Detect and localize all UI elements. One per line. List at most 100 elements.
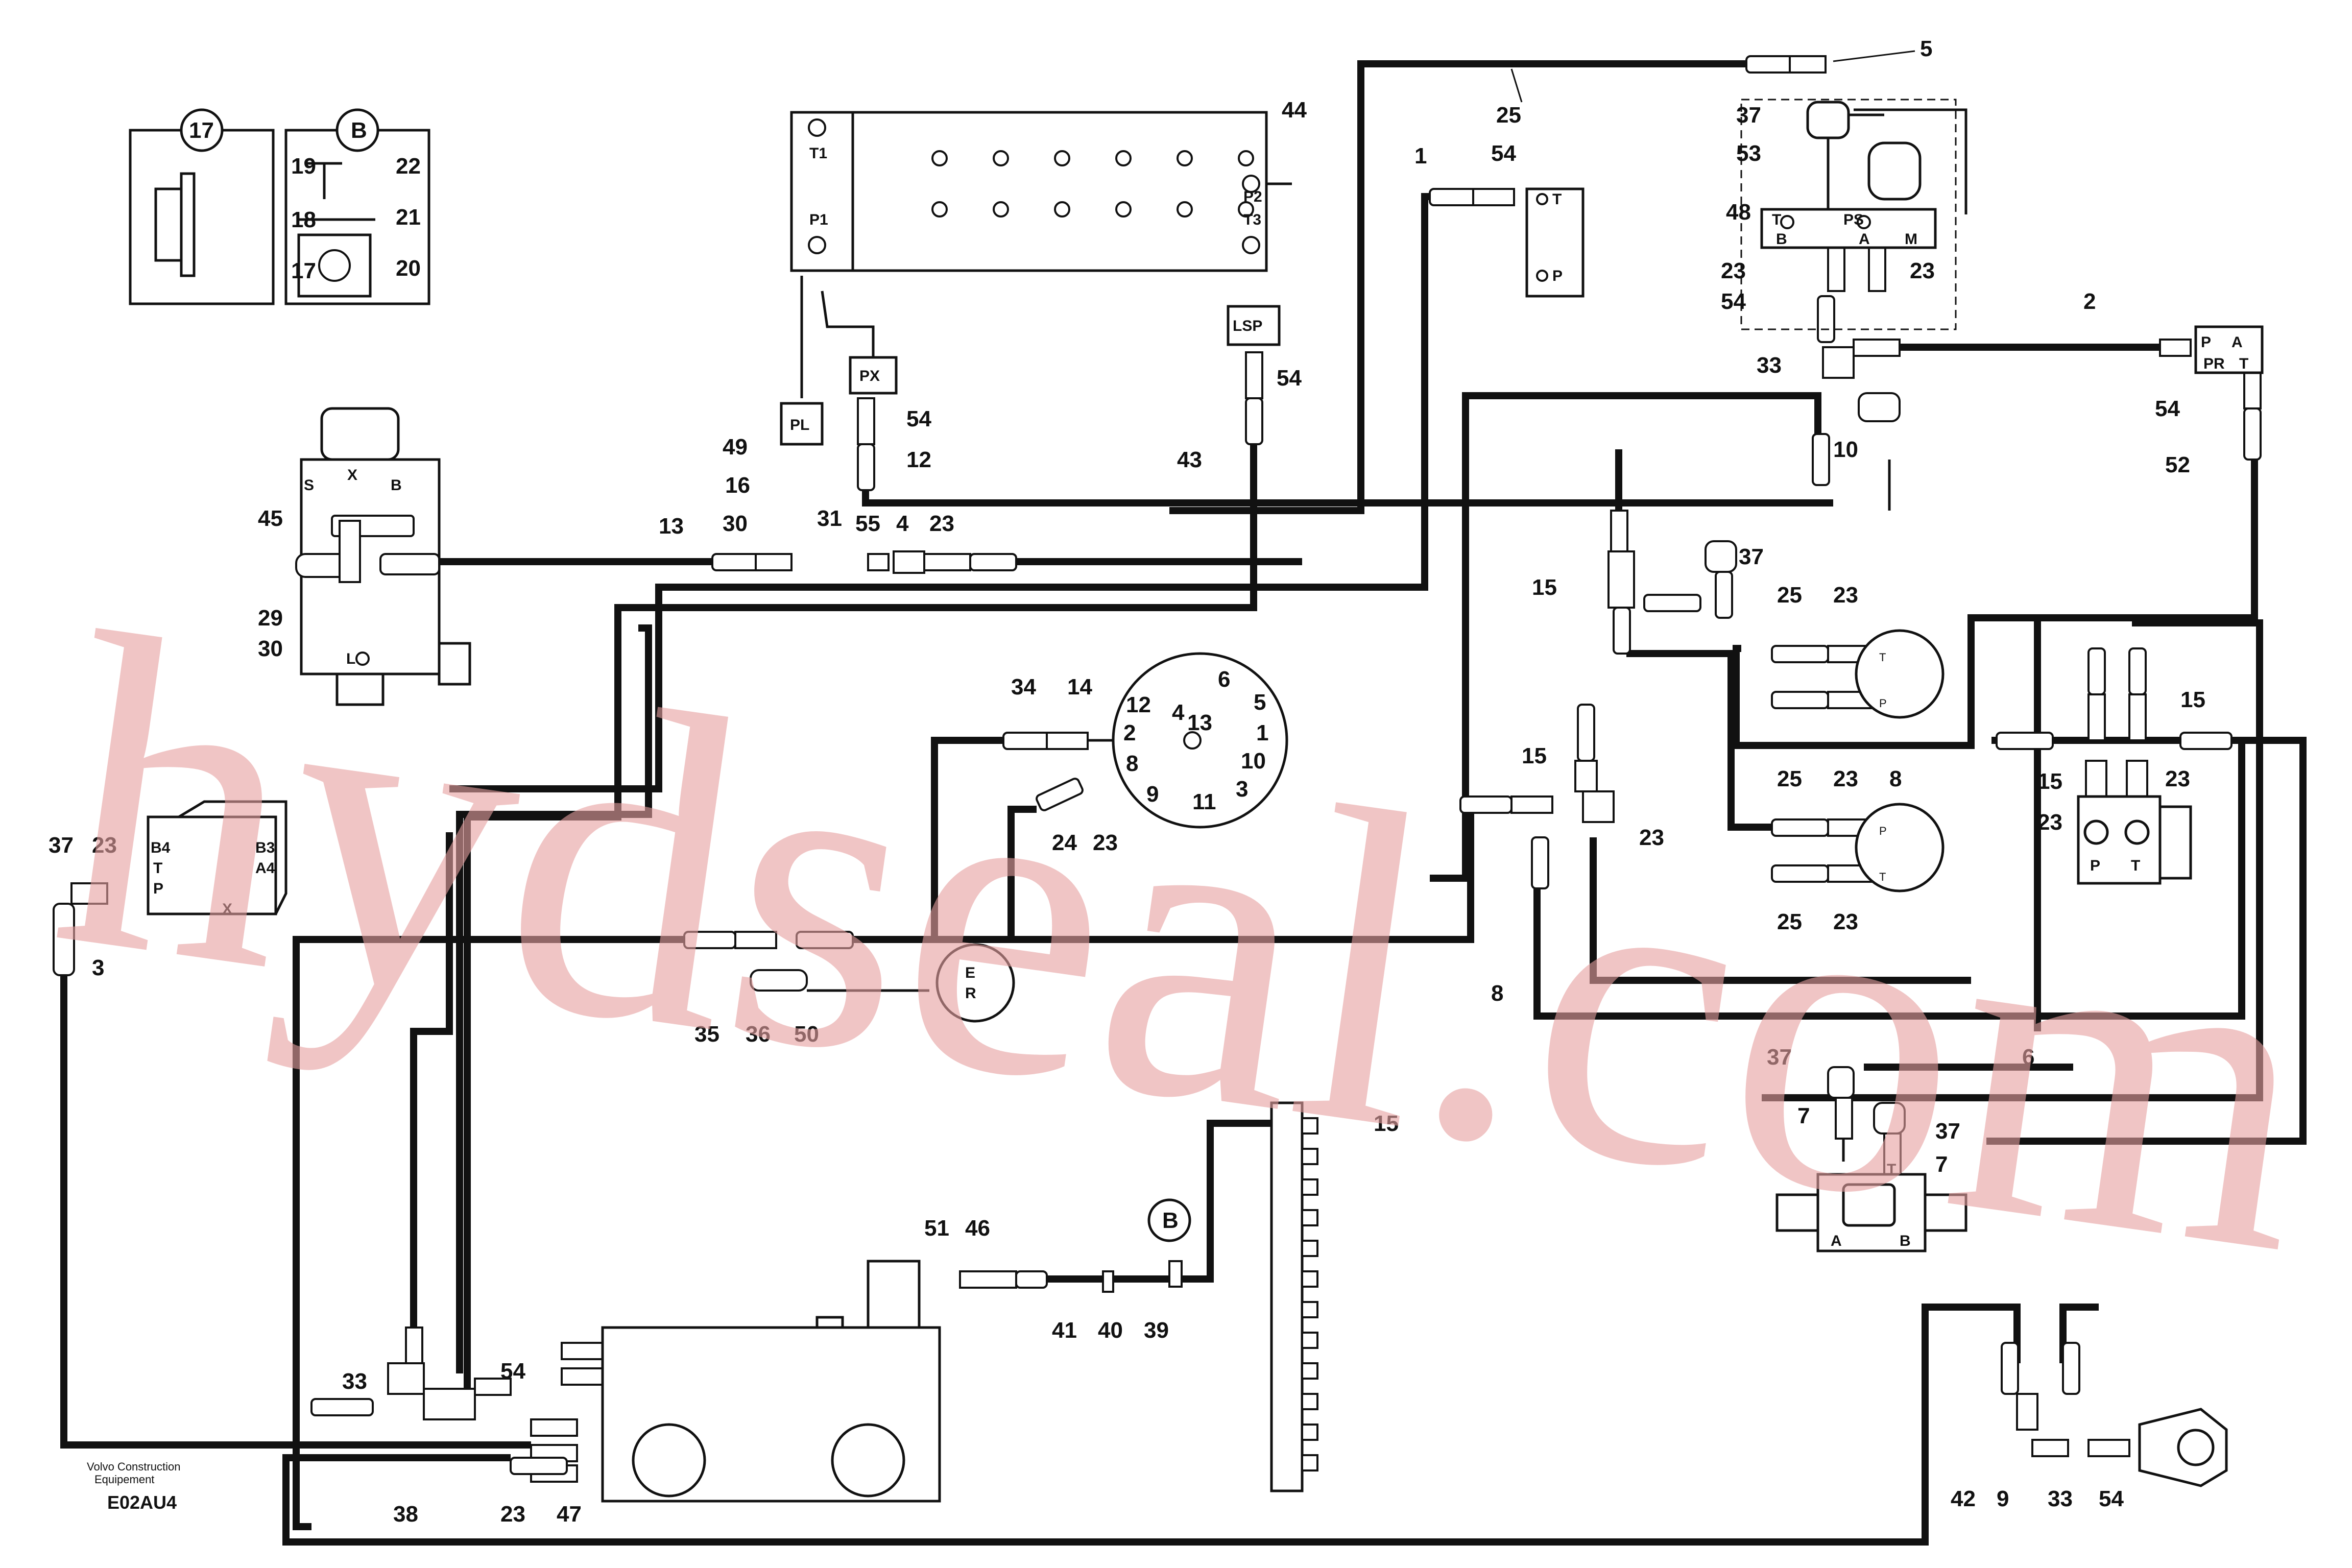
footer-code: E02AU4 xyxy=(107,1492,177,1513)
hose-51 xyxy=(1733,460,2258,749)
label-t-pr: T xyxy=(2239,355,2248,372)
label-l: L xyxy=(346,650,355,667)
callout-3: 3 xyxy=(92,955,104,980)
motor-bottom-right xyxy=(2138,1408,2228,1487)
callout-15-b: 15 xyxy=(1522,743,1547,768)
label-r: R xyxy=(965,985,976,1002)
callout-35: 35 xyxy=(694,1022,719,1047)
inset-b: B xyxy=(284,108,430,305)
label-e: E xyxy=(965,964,975,981)
label-a-48: A xyxy=(1859,231,1870,248)
label-p-pr: P xyxy=(2201,334,2211,351)
callout-24-d: 23 xyxy=(1093,830,1118,855)
callout-21: 20 xyxy=(396,256,421,281)
callout-33-c: 33 xyxy=(2048,1486,2073,1511)
callout-7-b: 7 xyxy=(1935,1152,1948,1177)
callout-48: 48 xyxy=(1726,200,1751,225)
valve-p-t-right: P T xyxy=(2077,795,2192,885)
callout-53-f: 54 xyxy=(500,1359,525,1384)
callout-8-b: 8 xyxy=(1491,981,1503,1006)
callout-36: 36 xyxy=(746,1022,771,1047)
gauge-num-9: 9 xyxy=(1146,782,1159,807)
callout-37-c: 37 xyxy=(1767,1045,1792,1070)
hose-12 xyxy=(862,490,1833,506)
gauge-num-6: 6 xyxy=(1218,667,1230,692)
gauge-num-12: 12 xyxy=(1126,692,1151,717)
valve-ports xyxy=(808,118,1260,254)
callout-17: 16 xyxy=(725,473,750,498)
callout-9: 9 xyxy=(1997,1486,2009,1511)
label-b-48: B xyxy=(1776,231,1787,248)
callout-50: 50 xyxy=(794,1022,819,1047)
gauge-num-10: 10 xyxy=(1241,749,1266,774)
callout-33-b: 33 xyxy=(342,1369,367,1394)
callout-30: 30 xyxy=(258,636,283,661)
dial2-p: P xyxy=(1879,825,1887,837)
callout-51: 52 xyxy=(2165,452,2190,477)
hose-26 xyxy=(1007,806,1037,939)
callout-27-c: 25 xyxy=(1777,909,1802,934)
label-pl: PL xyxy=(790,417,809,433)
valve-53-t-p: T P xyxy=(1525,187,1585,298)
label-t-right: T xyxy=(2131,857,2140,874)
callout-53-e: 54 xyxy=(906,406,931,431)
callout-41: 41 xyxy=(1052,1318,1077,1343)
callout-37-d: 37 xyxy=(1935,1119,1960,1144)
label-pr: PR xyxy=(2203,355,2225,372)
gauge-num-8: 8 xyxy=(1126,751,1138,776)
callout-39: 39 xyxy=(1144,1318,1169,1343)
callout-16: 15 xyxy=(1374,1111,1399,1136)
callout-54: 53 xyxy=(1736,141,1761,166)
callout-23: 22 xyxy=(396,154,421,179)
gauge-num-3: 3 xyxy=(1236,777,1248,802)
label-p-right: P xyxy=(2090,857,2100,874)
label-t-b4: T xyxy=(153,860,162,877)
label-p-53: P xyxy=(1552,268,1563,284)
gauge-num-11: 11 xyxy=(1192,789,1216,814)
callout-52: 51 xyxy=(924,1216,949,1241)
hose-3 xyxy=(60,975,531,1449)
hose-35b xyxy=(853,797,1474,943)
detail-b-text: B xyxy=(1162,1208,1179,1233)
callout-42: 43 xyxy=(1177,447,1202,472)
callout-19: 18 xyxy=(291,207,316,232)
label-x: X xyxy=(347,467,357,484)
hose-35 xyxy=(293,936,684,1530)
pilot-dials: T P P T xyxy=(1855,629,1945,892)
label-b-valve: B xyxy=(1900,1233,1911,1249)
callout-27-top: 25 xyxy=(1496,103,1521,128)
label-t1: T1 xyxy=(809,145,827,162)
callout-49: 49 xyxy=(723,435,748,460)
label-px: PX xyxy=(859,368,880,384)
label-p2: P2 xyxy=(1243,188,1262,205)
callout-20: 19 xyxy=(291,154,316,179)
callout-18: 17 xyxy=(291,258,316,283)
inset-b-label: B xyxy=(351,118,367,143)
gauge-dial: 6 5 12 4 2 13 1 8 10 9 11 3 xyxy=(1112,652,1288,829)
callout-44: 44 xyxy=(1282,98,1307,123)
callout-53-c: 54 xyxy=(2155,396,2180,421)
dial1-p: P xyxy=(1879,697,1887,710)
pressure-valve-48: T PS B A M xyxy=(1740,99,1957,330)
callout-31: 30 xyxy=(723,511,748,536)
callout-numbers: 5 25 1 54 37 53 48 23 54 23 2 33 10 54 5… xyxy=(49,36,2205,1527)
gauge-num-4: 4 xyxy=(1172,700,1185,725)
hose-inner1 xyxy=(456,624,652,1373)
callout-22: 21 xyxy=(396,205,421,230)
callout-6: 6 xyxy=(2022,1045,2034,1070)
hose-27 xyxy=(1169,60,1746,514)
label-x-b4: X xyxy=(222,901,232,918)
label-a-valve: A xyxy=(1831,1233,1842,1249)
valve-pr: P A PR T xyxy=(2194,325,2264,374)
callout-12: 12 xyxy=(906,447,931,472)
connector-strip xyxy=(1270,1101,1318,1492)
callout-15-c: 15 xyxy=(2180,687,2205,712)
callout-53-d: 54 xyxy=(1277,366,1302,391)
gauge-num-1: 1 xyxy=(1256,720,1268,745)
label-t-53: T xyxy=(1552,191,1562,208)
callout-8-a: 8 xyxy=(1889,766,1902,791)
callout-37-e: 37 xyxy=(49,833,74,858)
inset-17-label: 17 xyxy=(189,118,214,143)
inset-17: 17 xyxy=(129,108,275,305)
hose-inner2 xyxy=(410,832,453,1348)
